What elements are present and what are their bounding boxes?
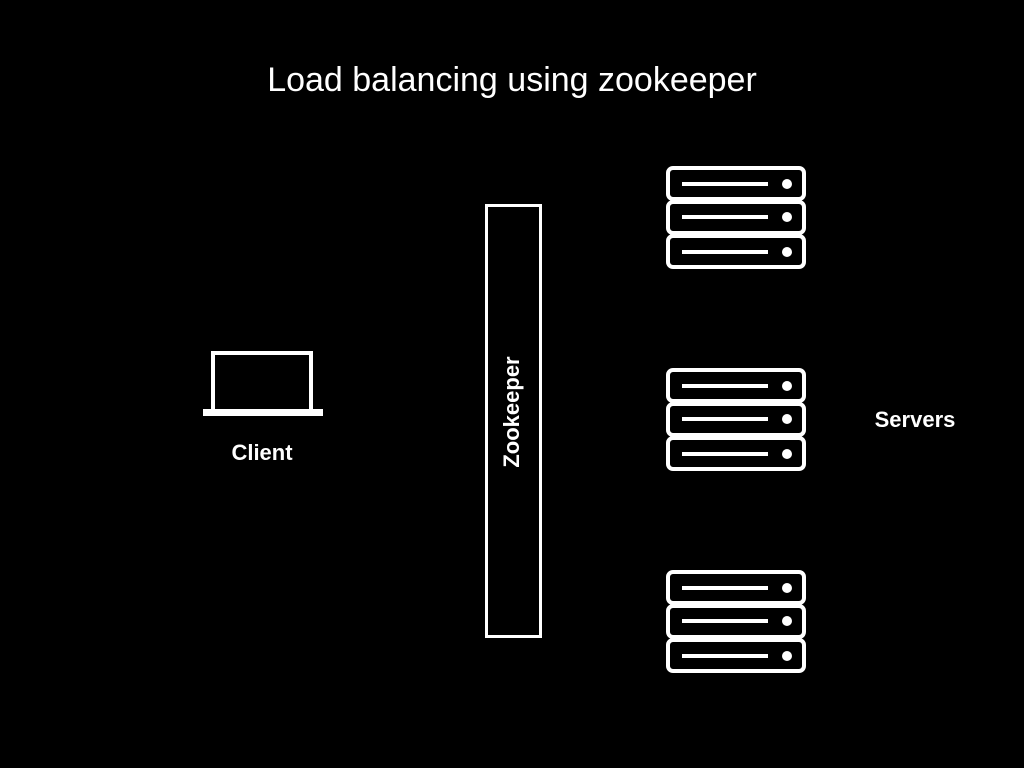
diagram-title: Load balancing using zookeeper [267,61,757,99]
server-slot [682,182,768,186]
zookeeper-box [485,204,542,638]
server-rack-icon [666,368,806,471]
server-led [782,179,792,189]
servers-label: Servers [874,407,956,432]
client-label: Client [231,440,293,465]
server-unit [666,166,806,201]
laptop-icon [203,351,323,416]
server-rack-icon [666,166,806,269]
zookeeper-label: Zookeeper [499,356,524,468]
server-rack-icon [666,570,806,673]
